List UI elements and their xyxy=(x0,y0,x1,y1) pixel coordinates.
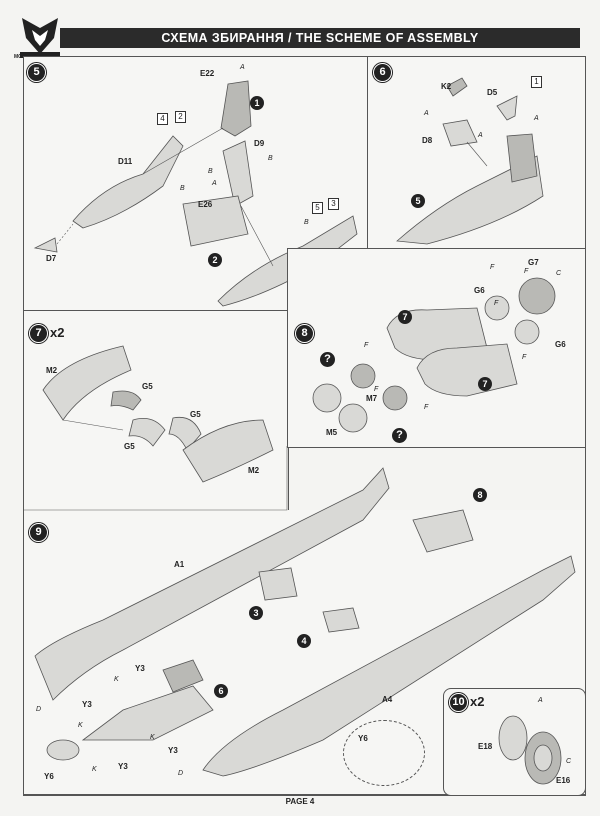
label-d7: D7 xyxy=(46,254,57,263)
step-6-badge: 6 xyxy=(373,63,392,82)
brand-logo xyxy=(20,18,60,58)
box-1: 1 xyxy=(531,76,542,88)
label-g6: G6 xyxy=(474,286,485,295)
label-m7: M7 xyxy=(366,394,378,403)
label-g6: G6 xyxy=(555,340,566,349)
glue-k: K xyxy=(150,734,155,741)
step-6-drawing xyxy=(396,77,544,245)
label-d11: D11 xyxy=(118,157,133,166)
label-e26: E26 xyxy=(198,200,213,209)
question-mark-icon: ? xyxy=(320,352,335,367)
glue-a: A xyxy=(478,132,483,139)
step-7-drawing xyxy=(42,345,274,483)
ref-7: 7 xyxy=(478,377,492,391)
label-d9: D9 xyxy=(254,139,265,148)
page-title: СХЕМА ЗБИРАННЯ / THE SCHEME OF ASSEMBLY xyxy=(60,28,580,48)
glue-k: K xyxy=(78,722,83,729)
label-y3: Y3 xyxy=(168,746,178,755)
ref-1: 1 xyxy=(250,96,264,110)
label-y6: Y6 xyxy=(44,772,54,781)
glue-a: A xyxy=(240,64,245,71)
glue-f: F xyxy=(494,300,499,307)
glue-d: D xyxy=(178,770,184,777)
glue-b: B xyxy=(304,219,309,226)
label-m2: M2 xyxy=(46,366,58,375)
label-g5: G5 xyxy=(124,442,135,451)
glue-a: A xyxy=(424,110,429,117)
glue-a: A xyxy=(534,115,539,122)
y6-detail-inset xyxy=(343,720,425,786)
step-8-badge: 8 xyxy=(295,324,314,343)
ref-8: 8 xyxy=(473,488,487,502)
glue-f: F xyxy=(522,354,527,361)
label-y3: Y3 xyxy=(118,762,128,771)
glue-f: F xyxy=(424,404,429,411)
label-a1: A1 xyxy=(174,560,185,569)
glue-a: A xyxy=(538,697,543,704)
step-10-drawing xyxy=(498,715,562,785)
glue-f: F xyxy=(364,342,369,349)
box-5: 5 xyxy=(312,202,323,214)
label-d5: D5 xyxy=(487,88,498,97)
step-10-multiplier: x2 xyxy=(470,694,485,709)
glue-f: F xyxy=(524,268,529,275)
label-e22: E22 xyxy=(200,69,215,78)
label-a4: A4 xyxy=(382,695,393,704)
label-g7: G7 xyxy=(528,258,539,267)
label-m5: M5 xyxy=(326,428,338,437)
glue-c: C xyxy=(556,270,562,277)
label-g5: G5 xyxy=(142,382,153,391)
page-number: PAGE 4 xyxy=(285,797,315,806)
label-k2: K2 xyxy=(441,82,452,91)
ref-6: 6 xyxy=(214,684,228,698)
label-y3: Y3 xyxy=(82,700,92,709)
box-2: 2 xyxy=(175,111,186,123)
label-e18: E18 xyxy=(478,742,493,751)
ref-7: 7 xyxy=(398,310,412,324)
glue-c: C xyxy=(566,758,572,765)
step-9-panel-top xyxy=(23,446,288,511)
glue-b: B xyxy=(208,168,213,175)
ref-5: 5 xyxy=(411,194,425,208)
glue-a: A xyxy=(212,180,217,187)
step-7-multiplier: x2 xyxy=(50,325,65,340)
glue-k: K xyxy=(92,766,97,773)
label-y3: Y3 xyxy=(135,664,145,673)
glue-d: D xyxy=(36,706,42,713)
box-3: 3 xyxy=(328,198,339,210)
label-y6-inset: Y6 xyxy=(358,734,368,743)
ref-2: 2 xyxy=(208,253,222,267)
ref-4: 4 xyxy=(297,634,311,648)
label-e16: E16 xyxy=(556,776,571,785)
step-10-badge: 10 xyxy=(449,693,468,712)
step-9-badge: 9 xyxy=(29,523,48,542)
label-m2: M2 xyxy=(248,466,260,475)
glue-f: F xyxy=(490,264,495,271)
label-d8: D8 xyxy=(422,136,433,145)
step-8-drawing xyxy=(312,277,556,433)
glue-b: B xyxy=(180,185,185,192)
glue-k: K xyxy=(114,676,119,683)
step-5-badge: 5 xyxy=(27,63,46,82)
glue-f: F xyxy=(374,386,379,393)
box-4: 4 xyxy=(157,113,168,125)
question-mark-icon: ? xyxy=(392,428,407,443)
step-9-drawing xyxy=(34,467,576,777)
ref-3: 3 xyxy=(249,606,263,620)
label-g5: G5 xyxy=(190,410,201,419)
step-7-badge: 7 xyxy=(29,324,48,343)
glue-b: B xyxy=(268,155,273,162)
